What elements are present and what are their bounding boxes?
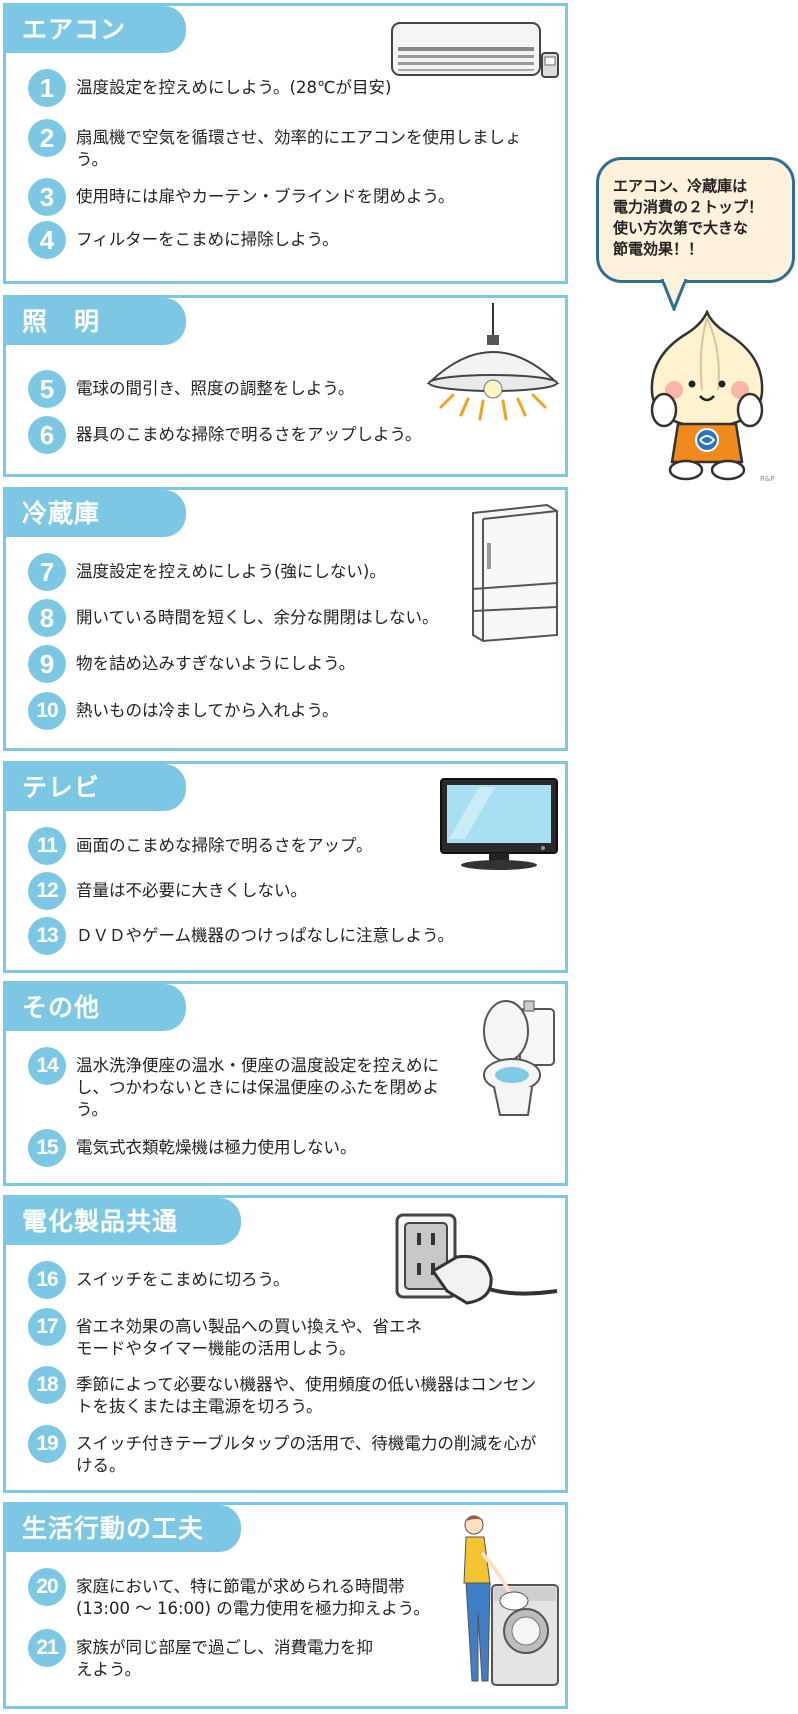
list-item: 15 電気式衣類乾燥機は極力使用しない。 <box>28 1129 548 1167</box>
list-item: 16 スイッチをこまめに切ろう。 <box>28 1261 548 1299</box>
list-item: 19 スイッチ付きテーブルタップの活用で、待機電力の削減を心がける。 <box>28 1425 548 1477</box>
item-number: 9 <box>28 645 66 683</box>
item-text: 熱いものは冷ましてから入れよう。 <box>76 701 339 720</box>
item-text: ＤＶＤやゲーム機器のつけっぱなしに注意しよう。 <box>76 926 455 945</box>
bubble-line: 電力消費の２トップ！ <box>613 198 764 216</box>
item-text: 音量は不必要に大きくしない。 <box>76 881 307 900</box>
item-number: 8 <box>28 599 66 637</box>
illustration-credit: R&P <box>760 475 775 483</box>
item-number: 14 <box>28 1047 66 1085</box>
item-text: 電気式衣類乾燥機は極力使用しない。 <box>76 1138 357 1157</box>
section-title: 照 明 <box>6 298 186 345</box>
item-number: 15 <box>28 1129 66 1167</box>
item-text: 省エネ効果の高い製品への買い換えや、省エネモードやタイマー機能の活用しよう。 <box>76 1317 423 1358</box>
item-text: 扇風機で空気を循環させ、効率的にエアコンを使用しましょう。 <box>76 128 522 169</box>
item-number: 21 <box>28 1629 66 1667</box>
list-item: 7 温度設定を控えめにしよう(強にしない)。 <box>28 553 548 591</box>
list-item: 8 開いている時間を短くし、余分な開閉はしない。 <box>28 599 548 637</box>
bubble-line: 使い方次第で大きな <box>613 219 749 237</box>
list-item: 20 家庭において、特に節電が求められる時間帯(13:00 ～ 16:00) の… <box>28 1568 548 1620</box>
power-outlet-plug-icon <box>395 1213 558 1305</box>
item-number: 12 <box>28 872 66 910</box>
bubble-line: 節電効果！！ <box>613 240 704 258</box>
list-item: 3 使用時には扉やカーテン・ブラインドを閉めよう。 <box>28 178 538 216</box>
item-text: 温度設定を控えめにしよう(強にしない)。 <box>76 562 386 581</box>
item-text: 使用時には扉やカーテン・ブラインドを閉めよう。 <box>76 187 455 206</box>
list-item: 14 温水洗浄便座の温水・便座の温度設定を控えめにし、つかわないときには保温便座… <box>28 1047 548 1121</box>
item-text: 温水洗浄便座の温水・便座の温度設定を控えめにし、つかわないときには保温便座のふた… <box>76 1056 439 1119</box>
item-text: 季節によって必要ない機器や、使用頻度の低い機器はコンセントを抜くまたは主電源を切… <box>76 1375 537 1416</box>
list-item: 4 フィルターをこまめに掃除しよう。 <box>28 221 538 259</box>
list-item: 5 電球の間引き、照度の調整をしよう。 <box>28 370 538 408</box>
item-text: 器具のこまめな掃除で明るさをアップしよう。 <box>76 425 422 444</box>
woman-washing-machine-icon <box>463 1515 559 1686</box>
section-refrigerator: 冷蔵庫 7 温度設定を控えめにしよう(強にしない)。 8 開いている時間を短くし… <box>3 487 568 751</box>
section-television: テレビ 11 画面のこまめな掃除で明るさをアップ。 12 音量は不必要に大きくし… <box>3 761 568 973</box>
speech-bubble: エアコン、冷蔵庫は 電力消費の２トップ！ 使い方次第で大きな 節電効果！！ <box>596 157 795 283</box>
air-conditioner-icon <box>391 22 559 78</box>
item-number: 3 <box>28 178 66 216</box>
section-title: 冷蔵庫 <box>6 490 186 537</box>
item-number: 2 <box>28 119 66 157</box>
list-item: 9 物を詰め込みすぎないようにしよう。 <box>28 645 548 683</box>
item-text: スイッチをこまめに切ろう。 <box>76 1270 290 1289</box>
item-text: 画面のこまめな掃除で明るさをアップ。 <box>76 836 373 855</box>
item-text: 電球の間引き、照度の調整をしよう。 <box>76 379 355 398</box>
item-number: 10 <box>28 692 66 730</box>
item-number: 19 <box>28 1425 66 1463</box>
section-title: 生活行動の工夫 <box>6 1505 241 1552</box>
item-text: スイッチ付きテーブルタップの活用で、待機電力の削減を心がける。 <box>76 1434 537 1475</box>
list-item: 2 扇風機で空気を循環させ、効率的にエアコンを使用しましょう。 <box>28 119 538 171</box>
section-appliances: 電化製品共通 16 スイッチをこまめに切ろう。 17 省エネ効果の高い製品への買… <box>3 1195 568 1493</box>
list-item: 10 熱いものは冷ましてから入れよう。 <box>28 692 548 730</box>
section-lighting: 照 明 5 電球の間引き、照度の調整をしよう。 6 器具のこまめな掃除で明るさを… <box>3 295 568 477</box>
list-item: 13 ＤＶＤやゲーム機器のつけっぱなしに注意しよう。 <box>28 917 548 955</box>
item-number: 7 <box>28 553 66 591</box>
item-number: 6 <box>28 416 66 454</box>
onion-mascot-icon <box>650 310 764 481</box>
item-text: 家族が同じ部屋で過ごし、消費電力を抑えよう。 <box>76 1638 373 1679</box>
item-number: 13 <box>28 917 66 955</box>
list-item: 6 器具のこまめな掃除で明るさをアップしよう。 <box>28 416 538 454</box>
list-item: 12 音量は不必要に大きくしない。 <box>28 872 548 910</box>
list-item: 1 温度設定を控えめにしよう。(28℃が目安) <box>28 69 538 107</box>
refrigerator-icon <box>472 503 558 643</box>
section-title: 電化製品共通 <box>6 1198 241 1245</box>
bubble-line: エアコン、冷蔵庫は <box>613 177 748 195</box>
section-other: その他 14 温水洗浄便座の温水・便座の温度設定を控えめにし、つかわないときには… <box>3 981 568 1186</box>
section-title: エアコン <box>6 6 186 53</box>
list-item: 17 省エネ効果の高い製品への買い換えや、省エネモードやタイマー機能の活用しよう… <box>28 1308 548 1360</box>
item-text: 家庭において、特に節電が求められる時間帯(13:00 ～ 16:00) の電力使… <box>76 1577 430 1618</box>
item-number: 20 <box>28 1568 66 1606</box>
item-number: 16 <box>28 1261 66 1299</box>
item-text: 開いている時間を短くし、余分な開閉はしない。 <box>76 608 439 627</box>
pendant-lamp-icon <box>426 303 560 421</box>
item-number: 1 <box>28 69 66 107</box>
item-text: フィルターをこまめに掃除しよう。 <box>76 230 339 249</box>
item-number: 18 <box>28 1366 66 1404</box>
item-text: 温度設定を控えめにしよう。(28℃が目安) <box>76 78 392 97</box>
section-aircon: エアコン 1 温度設定を控えめにしよう。(28℃が目安) 2 扇風機で空気を循環… <box>3 3 568 284</box>
television-icon <box>440 778 558 870</box>
section-title: テレビ <box>6 764 186 811</box>
item-number: 11 <box>28 827 66 865</box>
list-item: 18 季節によって必要ない機器や、使用頻度の低い機器はコンセントを抜くまたは主電… <box>28 1366 548 1418</box>
toilet-icon <box>483 1000 555 1116</box>
bubble-tail <box>660 279 688 311</box>
list-item: 21 家族が同じ部屋で過ごし、消費電力を抑えよう。 <box>28 1629 548 1681</box>
item-text: 物を詰め込みすぎないようにしよう。 <box>76 654 356 673</box>
item-number: 4 <box>28 221 66 259</box>
item-number: 5 <box>28 370 66 408</box>
section-lifestyle: 生活行動の工夫 20 家庭において、特に節電が求められる時間帯(13:00 ～ … <box>3 1502 568 1709</box>
section-title: その他 <box>6 984 186 1031</box>
item-number: 17 <box>28 1308 66 1346</box>
list-item: 11 画面のこまめな掃除で明るさをアップ。 <box>28 827 548 865</box>
